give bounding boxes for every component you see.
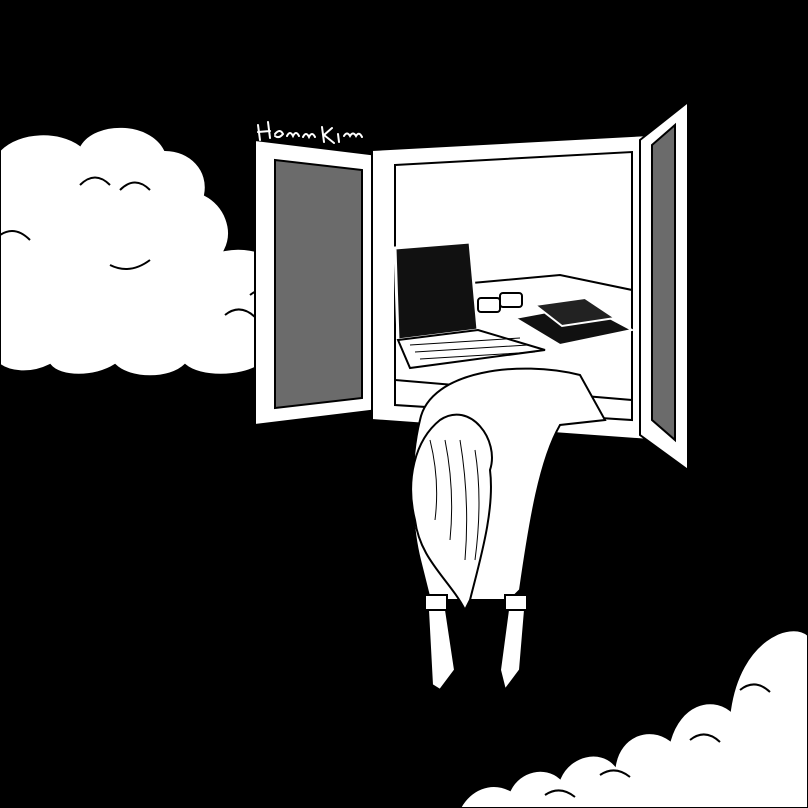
right-window-pane [651, 122, 676, 443]
bottom-right-cloud [458, 629, 808, 808]
right-hand [498, 609, 527, 693]
open-window [254, 99, 689, 472]
left-cuff [424, 594, 448, 611]
woman-slumped-over-window [410, 367, 607, 693]
laptop-screen [393, 240, 480, 342]
phone [532, 296, 618, 328]
artist-signature [257, 121, 363, 144]
left-window-pane [274, 158, 363, 410]
glasses [477, 292, 523, 313]
left-hand [426, 609, 457, 692]
right-cuff [504, 594, 528, 611]
